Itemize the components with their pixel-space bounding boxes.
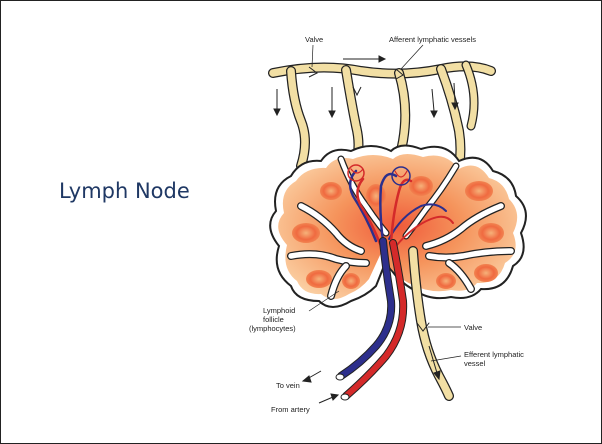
label-efferent-2: vessel xyxy=(464,359,486,368)
label-from-artery: From artery xyxy=(271,405,310,414)
label-follicle-1: Lymphoid xyxy=(263,306,295,315)
label-afferent-vessels: Afferent lymphatic vessels xyxy=(389,35,476,44)
label-follicle-3: (lymphocytes) xyxy=(249,324,296,333)
label-follicle-2: follicle xyxy=(263,315,284,324)
label-efferent-1: Efferent lymphatic xyxy=(464,350,524,359)
label-valve-top: Valve xyxy=(305,35,323,44)
label-valve-bottom: Valve xyxy=(464,323,482,332)
label-to-vein: To vein xyxy=(276,381,300,390)
